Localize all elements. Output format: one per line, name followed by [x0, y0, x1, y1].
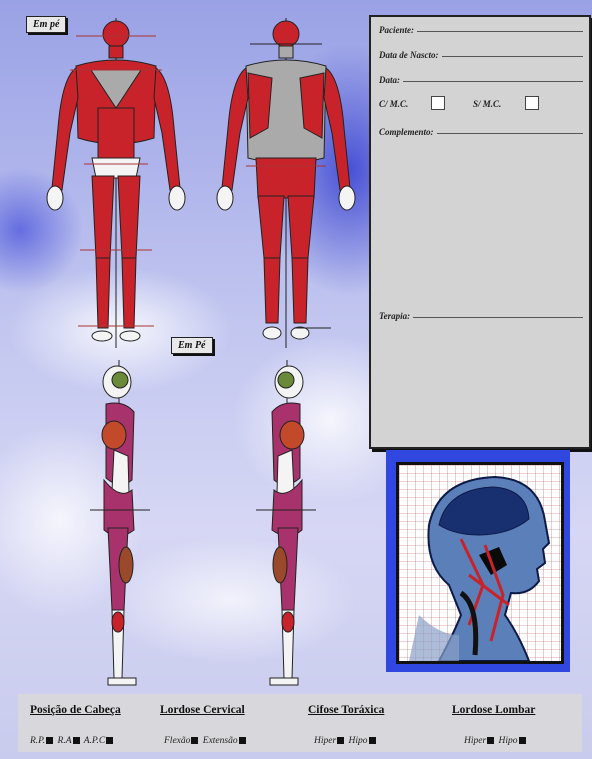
- birth-label: Data de Nascto:: [379, 50, 439, 60]
- option-thoracic-hiper-checkbox[interactable]: [337, 737, 344, 744]
- option-ra-checkbox[interactable]: [73, 737, 80, 744]
- option-lumbar-hiper-checkbox[interactable]: [487, 737, 494, 744]
- without-mc-label: S/ M.C.: [473, 99, 501, 109]
- patient-row[interactable]: Paciente:: [379, 19, 583, 35]
- option-thoracic-hiper-label: Hiper: [314, 736, 336, 746]
- option-ra-label: R.A: [58, 736, 72, 746]
- option-thoracic-hipo-label: Hipo: [349, 736, 368, 746]
- category-title-lumbar-lordosis: Lordose Lombar: [452, 704, 535, 716]
- birth-row[interactable]: Data de Nascto:: [379, 44, 583, 60]
- option-extensao-checkbox[interactable]: [239, 737, 246, 744]
- head-neck-frame: [386, 450, 570, 672]
- without-mc-checkbox[interactable]: [525, 96, 539, 110]
- option-flexao-label: Flexão: [164, 736, 190, 746]
- option-lumbar-hipo-label: Hipo: [499, 736, 518, 746]
- complement-line[interactable]: [437, 133, 584, 134]
- head-position-options: R.P. R.A A.P.C: [30, 736, 115, 746]
- with-mc-checkbox[interactable]: [431, 96, 445, 110]
- body-back-figure: [206, 18, 366, 348]
- patient-label: Paciente:: [379, 25, 414, 35]
- head-neck-image: [396, 462, 564, 664]
- birth-line[interactable]: [442, 56, 584, 57]
- option-apc-checkbox[interactable]: [106, 737, 113, 744]
- body-front-figure: [36, 18, 196, 348]
- date-line[interactable]: [403, 81, 583, 82]
- therapy-label: Terapia:: [379, 311, 410, 321]
- option-lumbar-hipo-checkbox[interactable]: [519, 737, 526, 744]
- option-thoracic-hipo-checkbox[interactable]: [369, 737, 376, 744]
- option-lumbar-hiper-label: Hiper: [464, 736, 486, 746]
- date-row[interactable]: Data:: [379, 69, 583, 85]
- body-side-left-figure: [84, 360, 154, 685]
- patient-line[interactable]: [417, 31, 583, 32]
- option-extensao-label: Extensão: [203, 736, 238, 746]
- option-flexao-checkbox[interactable]: [191, 737, 198, 744]
- lumbar-lordosis-options: Hiper Hipo: [464, 736, 528, 746]
- patient-form: Paciente: Data de Nascto: Data: C/ M.C. …: [369, 15, 591, 449]
- assessment-bar: Posição de Cabeça Lordose Cervical Cifos…: [18, 694, 582, 752]
- head-neck-anatomy-figure: [399, 465, 561, 661]
- therapy-line[interactable]: [413, 317, 583, 318]
- category-title-cervical-lordosis: Lordose Cervical: [160, 704, 245, 716]
- complement-label: Complemento:: [379, 127, 434, 137]
- complement-row[interactable]: Complemento:: [379, 121, 583, 137]
- therapy-row[interactable]: Terapia:: [379, 305, 583, 321]
- with-mc-label: C/ M.C.: [379, 99, 408, 109]
- category-title-thoracic-kyphosis: Cifose Toráxica: [308, 704, 384, 716]
- date-label: Data:: [379, 75, 400, 85]
- option-rp-checkbox[interactable]: [46, 737, 53, 744]
- thoracic-kyphosis-options: Hiper Hipo: [314, 736, 378, 746]
- option-rp-label: R.P.: [30, 736, 45, 746]
- category-title-head-position: Posição de Cabeça: [30, 704, 121, 716]
- option-apc-label: A.P.C: [84, 736, 105, 746]
- cervical-lordosis-options: Flexão Extensão: [164, 736, 248, 746]
- body-side-right-figure: [252, 360, 322, 685]
